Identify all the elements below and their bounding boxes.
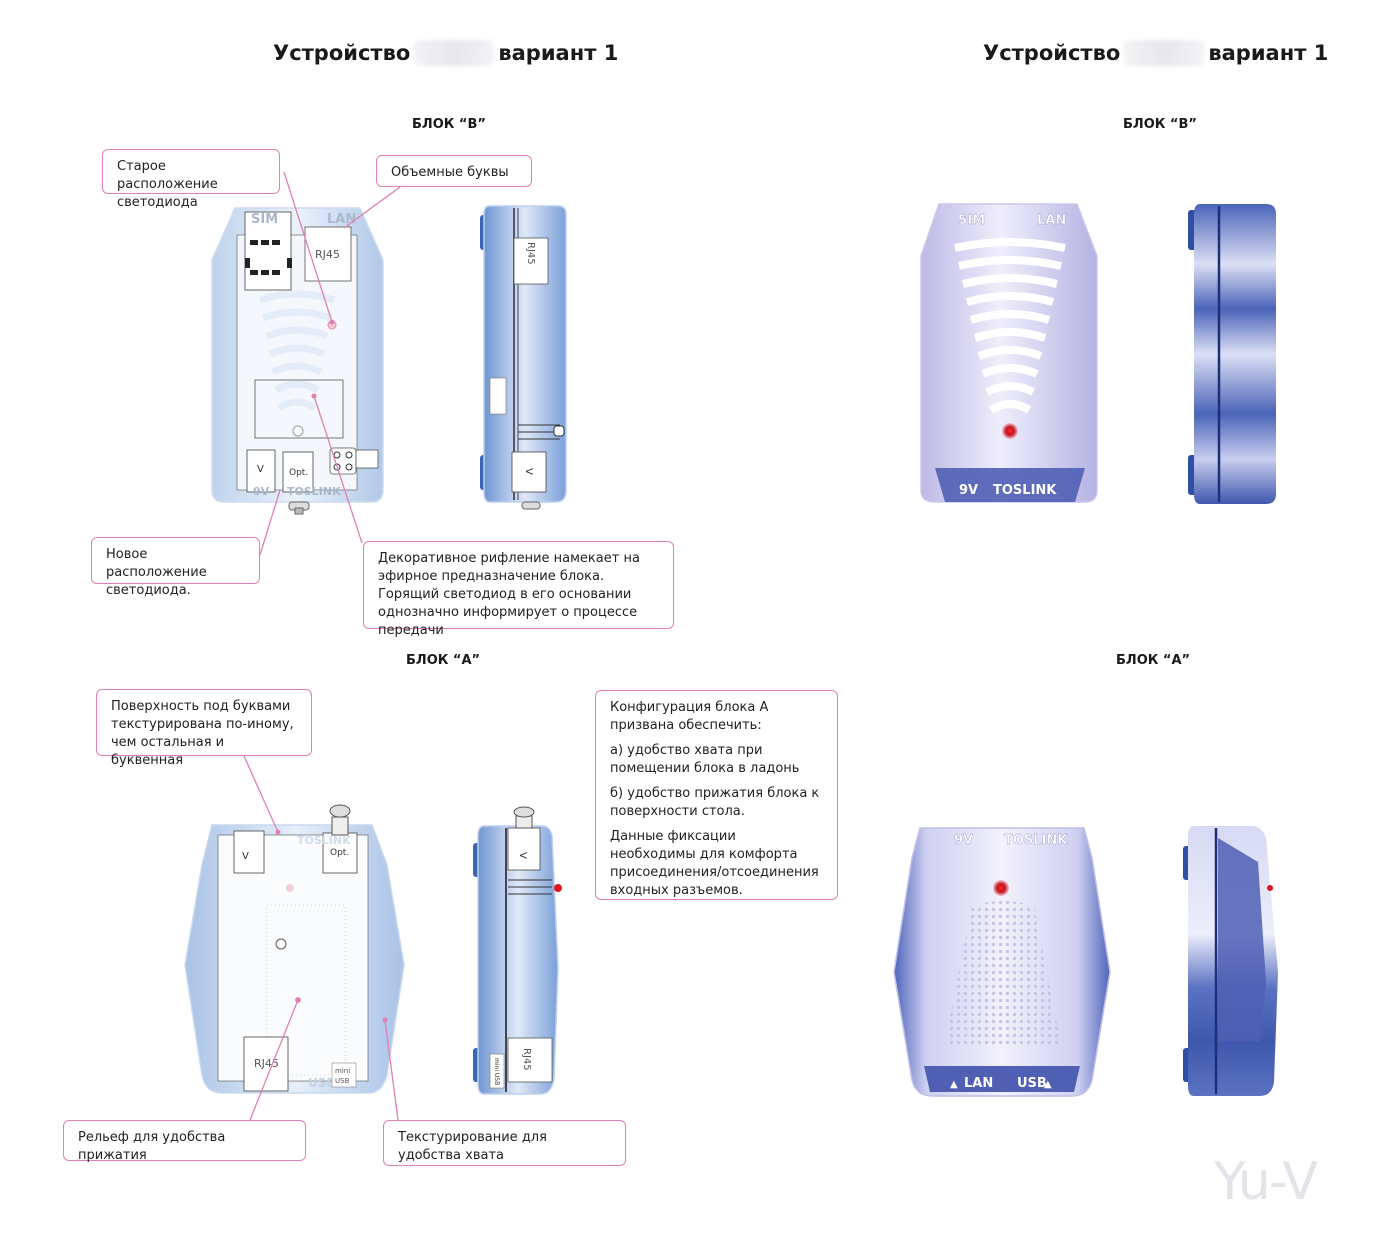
callout-configuration: Конфигурация блока А призвана обеспечить… <box>595 690 838 900</box>
title-left-prefix: Устройство <box>273 41 411 65</box>
label-toslink-a: TOSLINK <box>297 834 351 847</box>
label-mini-usb: mini USB <box>493 1058 500 1085</box>
title-right: Устройство вариант 1 <box>983 40 1328 66</box>
config-conclusion: Данные фиксации необходимы для комфорта … <box>610 829 819 898</box>
callout-new-led: Новое расположение светодиода. <box>91 537 260 598</box>
section-block-b-right: БЛОК “В” <box>1123 117 1197 132</box>
label-sim-render: SIM <box>958 213 985 228</box>
label-v-a-side: V <box>517 852 528 859</box>
label-opt-a: Opt. <box>330 848 349 858</box>
block-a-rendered-front-view: 9V TOSLINK ▲ LAN USB ▲ <box>893 827 1111 1097</box>
label-9v: 9V <box>253 485 270 498</box>
callout-old-led: Старое расположение светодиода <box>102 149 280 210</box>
block-a-transparent-side-view: V RJ45 mini USB <box>473 806 562 1095</box>
label-toslink-render: TOSLINK <box>993 483 1057 498</box>
label-usb-small: USB <box>335 1077 350 1085</box>
label-opt: Opt. <box>289 468 308 478</box>
label-lan-render: LAN <box>1037 213 1066 228</box>
label-9v-render: 9V <box>959 483 978 498</box>
block-b-rendered-side-view <box>1188 204 1276 504</box>
callout-volume-letters: Объемные буквы <box>376 155 532 187</box>
led-indicator-a <box>993 880 1009 896</box>
label-mini: mini <box>335 1067 350 1075</box>
label-sim: SIM <box>251 212 278 227</box>
arrow-up-icon: ▲ <box>1044 1079 1052 1090</box>
title-right-prefix: Устройство <box>983 41 1121 65</box>
section-block-a-right: БЛОК “А” <box>1116 653 1191 668</box>
blurred-device-name <box>414 40 495 66</box>
block-b-transparent-front-view: SIM RJ45 LAN V Opt. 9V TOSLINK <box>211 207 384 515</box>
label-usb-a: USB <box>308 1076 336 1090</box>
title-left: Устройство вариант 1 <box>273 40 618 66</box>
label-toslink: TOSLINK <box>287 485 341 498</box>
label-lan: LAN <box>327 212 356 227</box>
section-block-a-left: БЛОК “А” <box>406 653 481 668</box>
label-toslink-render-a: TOSLINK <box>1004 833 1068 848</box>
title-right-suffix: вариант 1 <box>1208 41 1329 65</box>
callout-ribbing: Декоративное рифление намекает на эфирно… <box>363 541 674 638</box>
block-a-transparent-front-view: V Opt. TOSLINK RJ45 USB mini USB <box>184 804 405 1094</box>
label-v-a: V <box>242 851 249 862</box>
block-b-transparent-side-view: RJ45 V <box>480 205 567 510</box>
title-left-suffix: вариант 1 <box>498 41 619 65</box>
callout-relief: Рельеф для удобства прижатия <box>63 1120 306 1163</box>
config-point-b: б) удобство прижатия блока к поверхности… <box>610 786 820 819</box>
block-a-rendered-side-view <box>1183 826 1278 1096</box>
section-block-b-left: БЛОК “В” <box>412 117 486 132</box>
label-lan-render-a: LAN <box>964 1076 993 1091</box>
label-rj45-side: RJ45 <box>525 242 536 265</box>
config-intro: Конфигурация блока А призвана обеспечить… <box>610 700 769 733</box>
label-usb-render-a: USB <box>1017 1076 1047 1091</box>
led-indicator <box>1002 423 1018 439</box>
block-b-rendered-front-view: SIM LAN 9V TOSLINK <box>920 203 1098 503</box>
label-rj45-a-side: RJ45 <box>521 1048 532 1071</box>
arrow-up-icon: ▲ <box>950 1079 958 1090</box>
label-rj45-a: RJ45 <box>254 1057 279 1070</box>
callout-surface-under-letters: Поверхность под буквами текстурирована п… <box>96 689 312 768</box>
label-rj45: RJ45 <box>315 248 340 261</box>
label-9v-render-a: 9V <box>954 833 973 848</box>
label-v: V <box>257 464 264 475</box>
label-v-side: V <box>523 468 534 475</box>
watermark: Yu-V <box>1214 1152 1318 1212</box>
callout-texturing: Текстурирование для удобства хвата <box>383 1120 626 1166</box>
config-point-a: а) удобство хвата при помещении блока в … <box>610 743 800 776</box>
blurred-device-name <box>1124 40 1205 66</box>
